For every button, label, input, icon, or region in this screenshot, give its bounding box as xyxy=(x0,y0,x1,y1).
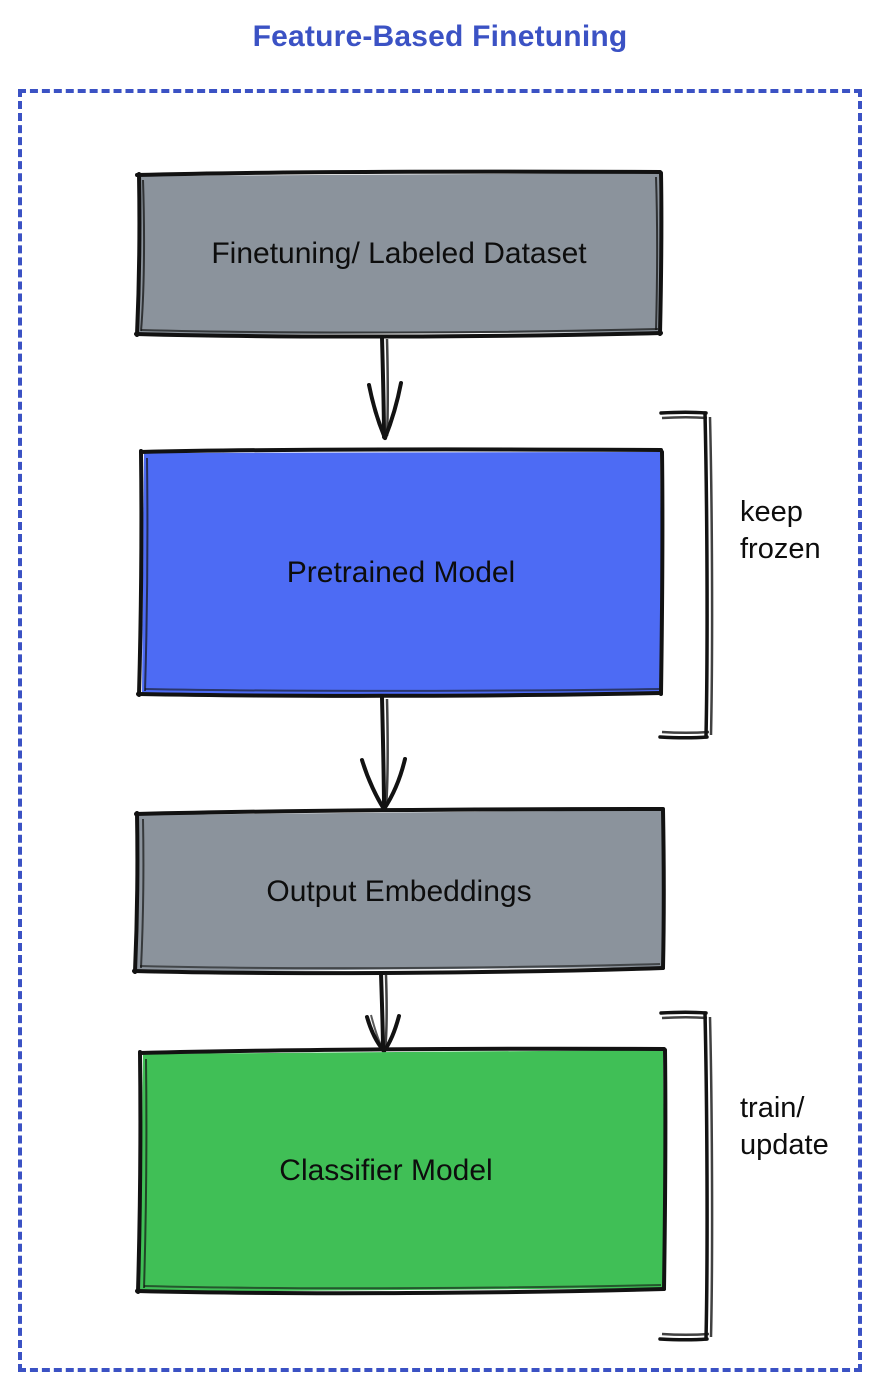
annotation-keep-frozen: keep frozen xyxy=(740,496,821,566)
page-title: Feature-Based Finetuning xyxy=(252,20,628,53)
annotation-train-update: train/ update xyxy=(740,1092,829,1162)
dashed-container-frame xyxy=(18,89,862,1372)
